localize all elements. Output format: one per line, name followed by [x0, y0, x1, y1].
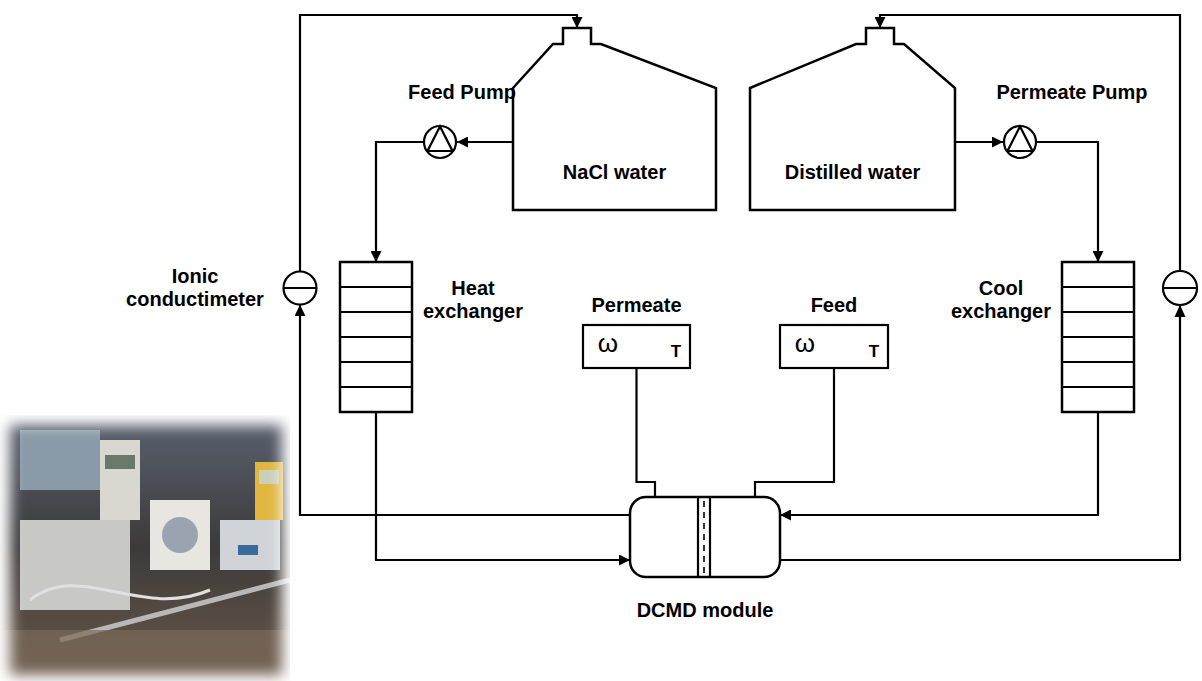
exchanger-plate [1062, 386, 1134, 388]
component-label: Distilled water [785, 161, 921, 183]
dcmd-module-outline [630, 497, 780, 577]
heat-exchanger: Heat exchanger [340, 262, 412, 412]
arrow-head [1175, 305, 1186, 317]
feed-tank-outline [513, 28, 716, 210]
photo-heater [220, 520, 280, 570]
symbol-label: T [869, 342, 879, 361]
symbol-label: ω [795, 328, 815, 358]
cool-exchanger-outline [1062, 262, 1134, 412]
flow-line [457, 141, 513, 143]
pump-symbol: Feed Pump [423, 125, 457, 159]
tank-outline [513, 28, 716, 210]
connector-group [300, 15, 1180, 560]
photo-background [0, 415, 290, 681]
conductimeter-bar [283, 287, 317, 289]
pump-symbol-outline [423, 125, 457, 159]
thermometer-outline [780, 325, 888, 368]
conductimeter-circle [284, 272, 317, 305]
conductimeter-symbol-outline [283, 271, 317, 305]
photo-pump-head [162, 517, 198, 553]
label-box: DCMD module [605, 599, 805, 622]
label-box: Heat exchanger [418, 277, 528, 323]
component-label: Feed Pump [408, 81, 516, 103]
exchanger-plate [1062, 361, 1134, 363]
thermometer-outline [583, 325, 690, 368]
thermometer-box: FeedωT [780, 325, 888, 368]
heat-exchanger-outline [340, 262, 412, 412]
conductimeter-symbol [1163, 271, 1197, 317]
label-box: Ionic conductimeter [115, 265, 275, 311]
flow-line [955, 141, 1003, 143]
thermometer-box: PermeateωT [583, 325, 690, 368]
permeate-tank: Distilled water [750, 28, 955, 210]
exchanger-plate [1062, 336, 1134, 338]
label-box: ω [591, 332, 625, 356]
lab-photo [0, 415, 290, 681]
exchanger-plate [340, 286, 412, 288]
photo-window [20, 430, 100, 490]
label-box: Permeate [563, 294, 710, 317]
pump-symbol: Permeate Pump [1003, 125, 1037, 159]
membrane-line [697, 497, 699, 577]
label-box: Feed Pump [382, 81, 542, 104]
photo-meter-display [259, 470, 279, 484]
component-label: NaCl water [563, 161, 666, 183]
flow-line [780, 412, 1098, 515]
component-label: Permeate [591, 294, 681, 316]
photo-tubing [30, 586, 210, 600]
module-outline [630, 497, 780, 577]
symbol-label: T [671, 342, 681, 361]
component-label: Feed [811, 294, 858, 316]
pump-circle [424, 126, 456, 158]
component-label: Permeate Pump [996, 81, 1147, 103]
photo-meter [255, 462, 283, 520]
component-label: DCMD module [637, 599, 774, 621]
label-box: Feed [760, 294, 908, 317]
symbol-label: ω [598, 328, 618, 358]
pump-symbol-outline [1003, 125, 1037, 159]
exchanger-plate [1062, 311, 1134, 313]
tank-outline [750, 28, 955, 210]
component-label: Ionic conductimeter [126, 265, 264, 310]
conductimeter-symbol: Ionic conductimeter [283, 271, 317, 305]
flow-line [376, 412, 630, 560]
exchanger-plate [340, 311, 412, 313]
photo-balance [100, 440, 140, 520]
photo-heater-display [238, 545, 258, 555]
membrane-line [709, 497, 711, 577]
component-label: Cool exchanger [951, 277, 1051, 322]
photo-display [105, 455, 135, 469]
pump-triangle [428, 127, 453, 152]
label-box: T [667, 340, 685, 363]
label-box: Distilled water [750, 161, 955, 184]
label-box: Permeate Pump [982, 81, 1162, 104]
flow-line [637, 368, 656, 497]
membrane-pores [703, 501, 705, 573]
pump-triangle [1008, 127, 1033, 152]
exchanger-plate [340, 386, 412, 388]
label-box: Cool exchanger [946, 277, 1056, 323]
label-box: NaCl water [513, 161, 716, 184]
photo-table [0, 630, 290, 681]
component-label: Heat exchanger [423, 277, 523, 322]
pump-circle [1004, 126, 1036, 158]
flow-line [1037, 142, 1098, 262]
exchanger-outline [1062, 262, 1134, 412]
cool-exchanger: Cool exchanger [1062, 262, 1134, 412]
permeate-tank-outline [750, 28, 955, 210]
flow-line [755, 368, 834, 497]
exchanger-plate [340, 336, 412, 338]
exchanger-plate [1062, 286, 1134, 288]
photo-pump [150, 500, 210, 570]
conductimeter-bar [1163, 287, 1197, 289]
exchanger-plate [340, 361, 412, 363]
feed-tank: NaCl water [513, 28, 716, 210]
flow-line [376, 142, 423, 262]
dcmd-module: DCMD module [630, 497, 780, 577]
label-box: ω [788, 332, 822, 356]
conductimeter-circle [1163, 271, 1197, 305]
label-box: T [865, 340, 883, 363]
exchanger-outline [340, 262, 412, 412]
